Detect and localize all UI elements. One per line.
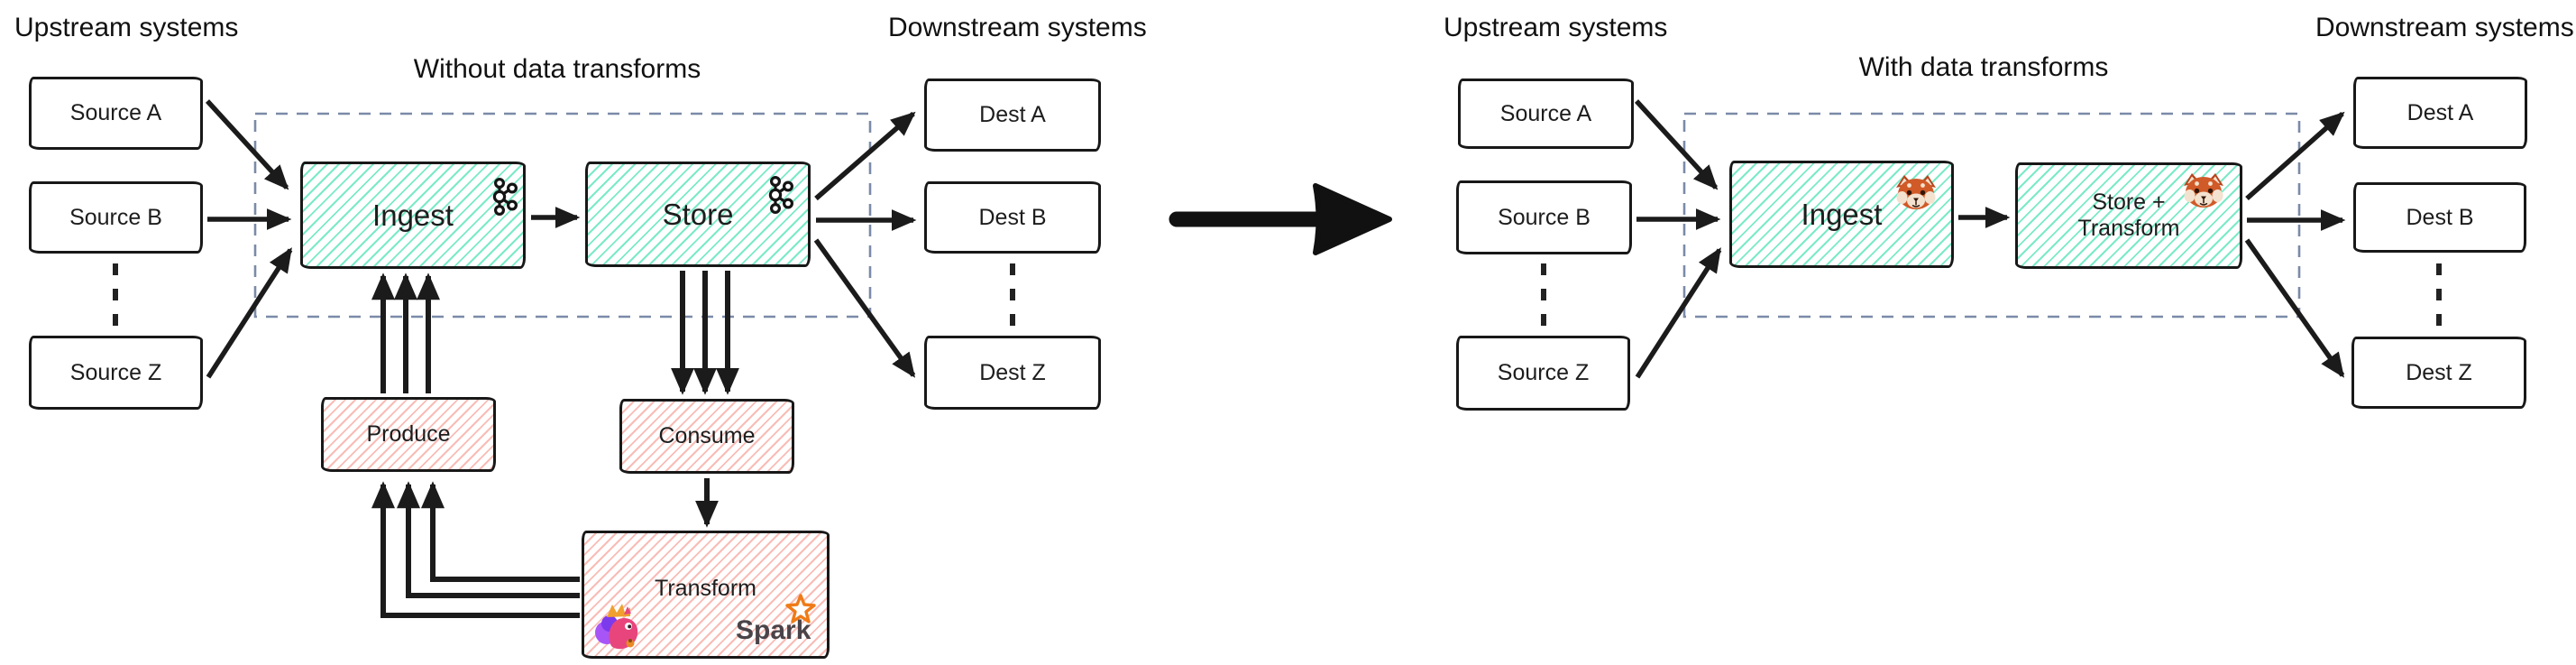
source-a-label-right: Source A — [1499, 100, 1592, 126]
ingest-label-right: Ingest — [1801, 197, 1883, 231]
dest-a-box-left: Dest A — [924, 79, 1101, 152]
source-b-label-right: Source B — [1498, 204, 1591, 230]
store-transform-box-right: Store + Transform — [2015, 162, 2242, 269]
consume-label: Consume — [658, 423, 756, 448]
ingest-box-right: Ingest — [1729, 161, 1954, 268]
upstream-systems-label-right: Upstream systems — [1444, 13, 1668, 42]
produce-to-ingest-arrows — [371, 272, 440, 393]
dest-a-label-right: Dest A — [2406, 99, 2474, 125]
source-a-box-left: Source A — [29, 77, 203, 150]
dest-z-box-right: Dest Z — [2351, 337, 2526, 409]
source-z-label-right: Source Z — [1497, 360, 1590, 385]
upstream-systems-label-left: Upstream systems — [14, 13, 239, 42]
dest-b-box-left: Dest B — [924, 181, 1101, 254]
dest-b-box-right: Dest B — [2353, 182, 2526, 253]
transform-label: Transform — [655, 576, 756, 601]
dest-b-label-right: Dest B — [2406, 204, 2474, 230]
dest-z-label-right: Dest Z — [2406, 359, 2472, 385]
dest-b-label-left: Dest B — [978, 204, 1047, 230]
source-b-label-left: Source B — [69, 204, 162, 230]
dest-a-label-left: Dest A — [979, 102, 1046, 127]
store-transform-label-line2: Transform — [2077, 216, 2180, 241]
store-to-consume-arrows — [671, 271, 739, 395]
source-z-box-right: Source Z — [1456, 336, 1630, 411]
downstream-systems-label-right: Downstream systems — [2315, 13, 2574, 42]
store-label-left: Store — [662, 197, 734, 231]
source-a-label-left: Source A — [69, 100, 162, 125]
source-b-box-right: Source B — [1456, 180, 1632, 254]
downstream-systems-label-left: Downstream systems — [888, 13, 1147, 42]
transition-arrow — [1169, 183, 1392, 255]
source-z-box-left: Source Z — [29, 336, 203, 410]
left-diagram-title: Without data transforms — [413, 54, 701, 84]
ingest-box-left: Ingest — [300, 162, 526, 269]
store-box-left: Store — [585, 162, 811, 267]
consume-box: Consume — [619, 399, 794, 474]
dest-z-label-left: Dest Z — [979, 359, 1046, 385]
store-transform-label-line1: Store + — [2092, 189, 2166, 215]
ellipsis-connectors — [113, 263, 2442, 328]
source-z-label-left: Source Z — [69, 359, 162, 385]
source-b-box-left: Source B — [29, 181, 203, 254]
right-diagram-title: With data transforms — [1858, 52, 2109, 82]
source-a-box-right: Source A — [1458, 79, 1634, 149]
ingest-label-left: Ingest — [372, 198, 454, 232]
spark-wordmark: Spark — [736, 615, 811, 645]
produce-box: Produce — [321, 397, 496, 472]
produce-label: Produce — [366, 421, 451, 447]
transform-to-produce-arrows — [371, 481, 580, 618]
dest-z-box-left: Dest Z — [924, 336, 1101, 410]
dest-a-box-right: Dest A — [2353, 77, 2527, 149]
